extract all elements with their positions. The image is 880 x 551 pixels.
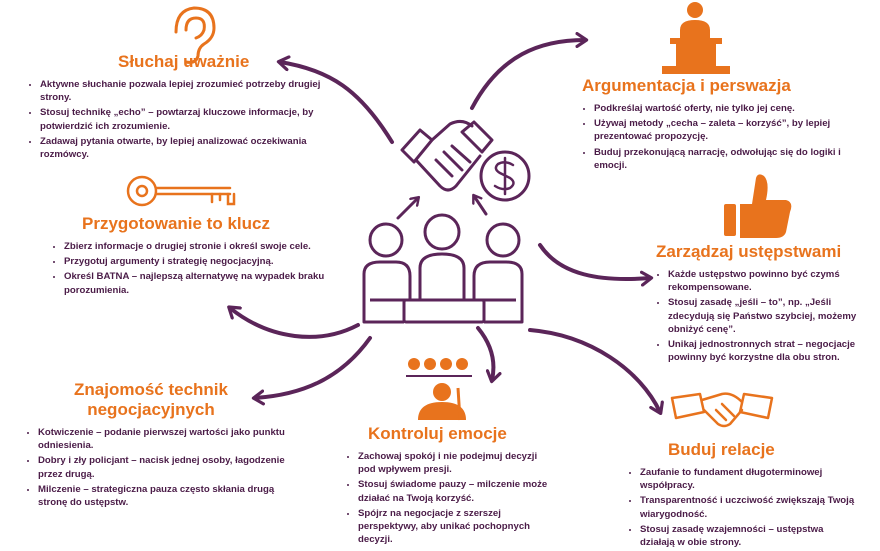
list-item: Zaufanie to fundament długoterminowej ws… xyxy=(640,466,858,492)
section-title: Przygotowanie to klucz xyxy=(82,214,270,233)
arrow-to-concessions xyxy=(538,243,654,287)
list-item: Buduj przekonującą narrację, odwołując s… xyxy=(594,146,872,172)
section-argument: Argumentacja i perswazja Podkreślaj wart… xyxy=(582,76,872,174)
bullet-list: Zachowaj spokój i nie podejmuj decyzji p… xyxy=(346,450,556,546)
connector-arrows xyxy=(227,32,664,416)
ear-icon xyxy=(174,6,216,64)
bullet-list: Aktywne słuchanie pozwala lepiej zrozumi… xyxy=(28,78,348,161)
section-title: Zarządzaj ustępstwami xyxy=(656,242,842,261)
meeting-table-icon xyxy=(362,213,524,324)
section-listen: Słuchaj uważnie Aktywne słuchanie pozwal… xyxy=(28,52,348,163)
bullet-list: Podkreślaj wartość oferty, nie tylko jej… xyxy=(582,102,872,172)
bullet-list: Kotwiczenie – podanie pierwszej wartości… xyxy=(26,426,301,509)
section-title: Argumentacja i perswazja xyxy=(582,76,791,95)
list-item: Stosuj zasadę wzajemności – ustępstwa dz… xyxy=(640,523,858,549)
list-item: Zachowaj spokój i nie podejmuj decyzji p… xyxy=(358,450,556,476)
section-title: Kontroluj emocje xyxy=(368,424,507,443)
section-relations: Buduj relacje Zaufanie to fundament dług… xyxy=(628,440,858,551)
arrow-to-techniques xyxy=(251,336,372,406)
list-item: Kotwiczenie – podanie pierwszej wartości… xyxy=(38,426,301,452)
key-icon xyxy=(126,175,236,207)
list-item: Stosuj zasadę „jeśli – to”, np. „Jeśli z… xyxy=(668,296,871,336)
list-item: Stosuj technikę „echo” – powtarzaj klucz… xyxy=(40,106,348,132)
list-item: Spójrz na negocjacje z szerszej perspekt… xyxy=(358,507,556,547)
section-title: Znajomość technik negocjacyjnych xyxy=(74,380,228,419)
list-item: Określ BATNA – najlepszą alternatywę na … xyxy=(64,270,342,296)
list-item: Unikaj jednostronnych strat – negocjacje… xyxy=(668,338,871,364)
bullet-list: Zaufanie to fundament długoterminowej ws… xyxy=(628,466,858,549)
list-item: Używaj metody „cecha – zaleta – korzyść”… xyxy=(594,117,872,143)
list-item: Zbierz informacje o drugiej stronie i ok… xyxy=(64,240,342,253)
list-item: Milczenie – strategiczna pauza często sk… xyxy=(38,483,301,509)
handshake-dollar-icon xyxy=(400,119,531,202)
arrow-small-left xyxy=(396,195,421,220)
arrow-to-emotions xyxy=(476,326,502,384)
list-item: Dobry i zły policjant – nacisk jednej os… xyxy=(38,454,301,480)
arrow-to-listen xyxy=(276,55,394,144)
arrow-small-right xyxy=(472,193,488,216)
arrow-to-relations xyxy=(528,328,664,416)
list-item: Każde ustępstwo powinno być czymś rekomp… xyxy=(668,268,871,294)
section-concessions: Zarządzaj ustępstwami Każde ustępstwo po… xyxy=(656,242,871,366)
list-item: Podkreślaj wartość oferty, nie tylko jej… xyxy=(594,102,872,115)
thumbs-up-icon xyxy=(724,174,792,238)
speaker-podium-icon xyxy=(662,2,730,74)
bullet-list: Każde ustępstwo powinno być czymś rekomp… xyxy=(656,268,871,364)
list-item: Aktywne słuchanie pozwala lepiej zrozumi… xyxy=(40,78,348,104)
section-title: Słuchaj uważnie xyxy=(118,52,250,71)
list-item: Zadawaj pytania otwarte, by lepiej anali… xyxy=(40,135,348,161)
arrow-to-prep xyxy=(227,305,360,339)
emotions-icon xyxy=(406,358,472,421)
handshake-icon xyxy=(670,392,774,428)
bullet-list: Zbierz informacje o drugiej stronie i ok… xyxy=(52,240,342,297)
section-preparation: Przygotowanie to klucz Zbierz informacje… xyxy=(52,214,342,299)
list-item: Transparentność i uczciwość zwiększają T… xyxy=(640,494,858,520)
section-emotions: Kontroluj emocje Zachowaj spokój i nie p… xyxy=(346,424,556,548)
section-title: Buduj relacje xyxy=(668,440,775,459)
list-item: Przygotuj argumenty i strategię negocjac… xyxy=(64,255,342,268)
section-techniques: Znajomość technik negocjacyjnych Kotwicz… xyxy=(26,380,301,511)
list-item: Stosuj świadome pauzy – milczenie może d… xyxy=(358,478,556,504)
arrow-to-argument xyxy=(470,32,589,110)
